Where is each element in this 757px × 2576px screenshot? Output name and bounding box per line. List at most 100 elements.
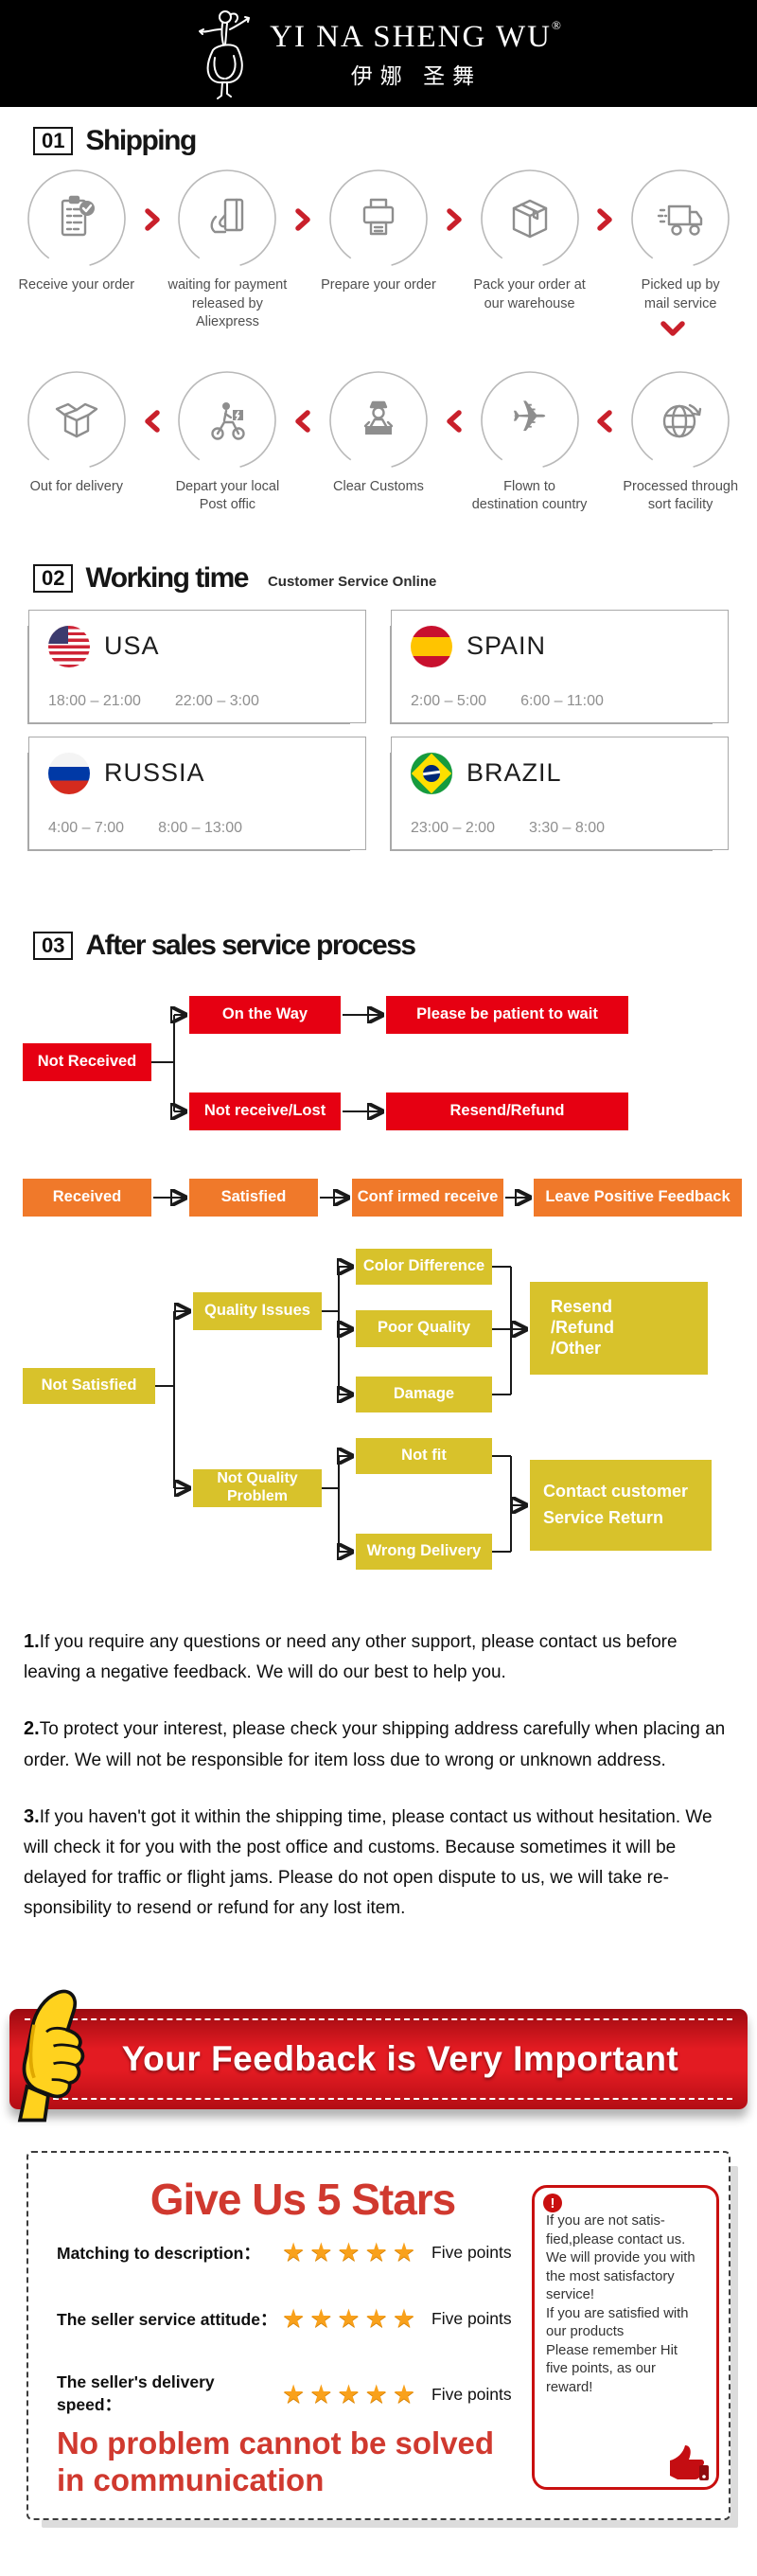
after-sales-heading: 03 After sales service process — [33, 929, 757, 961]
chevron-left-icon — [294, 409, 311, 437]
flow-box-confirmed-receive: Conf irmed receive — [352, 1178, 503, 1217]
rating-label: The seller service attitude： — [57, 2310, 277, 2330]
flowchart-connectors — [151, 985, 757, 1590]
customs-officer-icon — [363, 400, 394, 435]
flow-box-not-quality-problem: Not Quality Problem — [193, 1468, 322, 1507]
flow-box-on-the-way: On the Way — [189, 995, 341, 1034]
country-name: RUSSIA — [104, 758, 205, 788]
shipping-steps: Receive your order waiting for payment r… — [0, 169, 757, 515]
step-out-for-delivery: Out for delivery — [9, 370, 144, 497]
step-label: Processed through sort facility — [623, 478, 739, 513]
time-range: 4:00 – 7:00 — [48, 819, 125, 836]
flow-box-received: Received — [23, 1178, 151, 1217]
flow-box-resend-refund-other: Resend /Refund /Other — [530, 1281, 708, 1375]
section-number: 02 — [33, 563, 74, 593]
step-picked-up: Picked up by mail service — [613, 169, 748, 313]
thumbs-up-icon — [17, 1989, 85, 2123]
note-text: To protect your interest, please check y… — [24, 1719, 726, 1770]
flow-box-not-received: Not Received — [23, 1042, 151, 1081]
note-number: 1. — [24, 1630, 40, 1652]
circle-arc — [480, 370, 579, 470]
flow-box-leave-feedback: Leave Positive Feedback — [534, 1178, 742, 1217]
flow-box-contact-customer: Contact customer Service Return — [530, 1459, 712, 1551]
step-label: Pack your order at our warehouse — [473, 277, 586, 311]
five-stars-icon: ★★★★★ — [282, 2304, 421, 2334]
step-prepare-order: Prepare your order — [311, 169, 446, 295]
circle-arc — [329, 169, 428, 268]
chevron-left-icon — [596, 409, 613, 437]
step-label: Clear Customs — [333, 478, 424, 494]
circle-arc — [26, 169, 126, 268]
section-subtitle: Customer Service Online — [267, 573, 437, 590]
flow-box-be-patient: Please be patient to wait — [386, 995, 628, 1034]
rating-label: The seller's delivery speed： — [57, 2372, 215, 2415]
chevron-right-icon — [596, 208, 613, 236]
circle-arc — [26, 370, 126, 470]
slogan-text: No problem cannot be solved in communica… — [57, 2425, 495, 2498]
flow-box-resend-refund: Resend/Refund — [386, 1092, 628, 1130]
step-sort-facility: Processed through sort facility — [613, 370, 748, 515]
step-flown-to-destination: ✈ Flown to destination country — [463, 370, 597, 515]
flow-box-damage: Damage — [356, 1376, 492, 1412]
chevron-right-icon — [294, 208, 311, 236]
rating-row-delivery: The seller's delivery speed： ★★★★★ Five … — [57, 2372, 512, 2416]
brand-block: YI NA SHENG WU® 伊娜 圣舞 — [270, 18, 563, 90]
step-clear-customs: Clear Customs — [311, 370, 446, 497]
section-title: Shipping — [85, 125, 197, 156]
flow-box-not-satisfied: Not Satisfied — [23, 1367, 155, 1404]
notes: 1.If you require any questions or need a… — [24, 1626, 733, 1924]
five-stars-box: Give Us 5 Stars Matching to description：… — [26, 2151, 731, 2521]
banner-text: Your Feedback is Very Important — [121, 2039, 679, 2079]
brand-name-chinese: 伊娜 圣舞 — [350, 62, 483, 88]
flow-box-satisfied: Satisfied — [189, 1178, 318, 1217]
five-stars-icon: ★★★★★ — [282, 2238, 421, 2267]
header: YI NA SHENG WU® 伊娜 圣舞 — [0, 0, 757, 107]
shipping-row-1: Receive your order waiting for payment r… — [0, 169, 757, 332]
circle-arc — [631, 370, 730, 470]
step-label: Depart your local Post offic — [175, 478, 280, 513]
step-label: Prepare your order — [321, 277, 436, 293]
feedback-banner: Your Feedback is Very Important — [9, 2009, 748, 2110]
note-text: If you haven't got it within the shippin… — [24, 1806, 713, 1919]
flow-box-poor-quality: Poor Quality — [356, 1309, 492, 1347]
printer-icon — [362, 198, 395, 236]
step-receive-order: Receive your order — [9, 169, 144, 295]
circle-arc — [178, 169, 277, 268]
five-points-label: Five points — [431, 2309, 512, 2329]
circle-arc — [329, 370, 428, 470]
section-title: After sales service process — [85, 929, 416, 961]
circle-arc — [631, 169, 730, 268]
note-number: 2. — [24, 1718, 40, 1740]
flow-box-not-fit: Not fit — [356, 1437, 492, 1474]
flow-box-wrong-delivery: Wrong Delivery — [356, 1533, 492, 1570]
step-pack-order: Pack your order at our warehouse — [463, 169, 597, 313]
shipping-row-2: Out for delivery Depart your local Post … — [0, 370, 757, 515]
step-label: Picked up by mail service — [641, 277, 720, 311]
brand-name: YI NA SHENG WU® — [270, 17, 563, 54]
usa-flag-icon — [48, 625, 90, 667]
courier-scooter-icon — [211, 401, 246, 440]
note-text: If you require any questions or need any… — [24, 1631, 678, 1683]
exclamation-icon: ! — [543, 2194, 562, 2213]
section-number: 03 — [33, 931, 74, 960]
globe-icon — [662, 403, 702, 437]
step-depart-post-office: Depart your local Post offic — [161, 370, 295, 515]
airplane-icon: ✈ — [511, 391, 548, 441]
registered-mark: ® — [551, 17, 563, 32]
brazil-flag-icon — [411, 752, 452, 794]
section-number: 01 — [33, 127, 74, 155]
time-range: 18:00 – 21:00 — [48, 692, 141, 709]
country-name: BRAZIL — [467, 758, 562, 788]
payment-card-icon — [210, 198, 244, 234]
rating-row-service: The seller service attitude： ★★★★★ Five … — [57, 2306, 512, 2332]
note-2: 2.To protect your interest, please check… — [24, 1714, 733, 1776]
flow-box-color-difference: Color Difference — [356, 1248, 492, 1285]
feedback-banner-wrap: Your Feedback is Very Important — [0, 1984, 757, 2126]
chevron-down-icon — [660, 320, 685, 342]
working-time-heading: 02 Working time Customer Service Online — [33, 563, 757, 593]
